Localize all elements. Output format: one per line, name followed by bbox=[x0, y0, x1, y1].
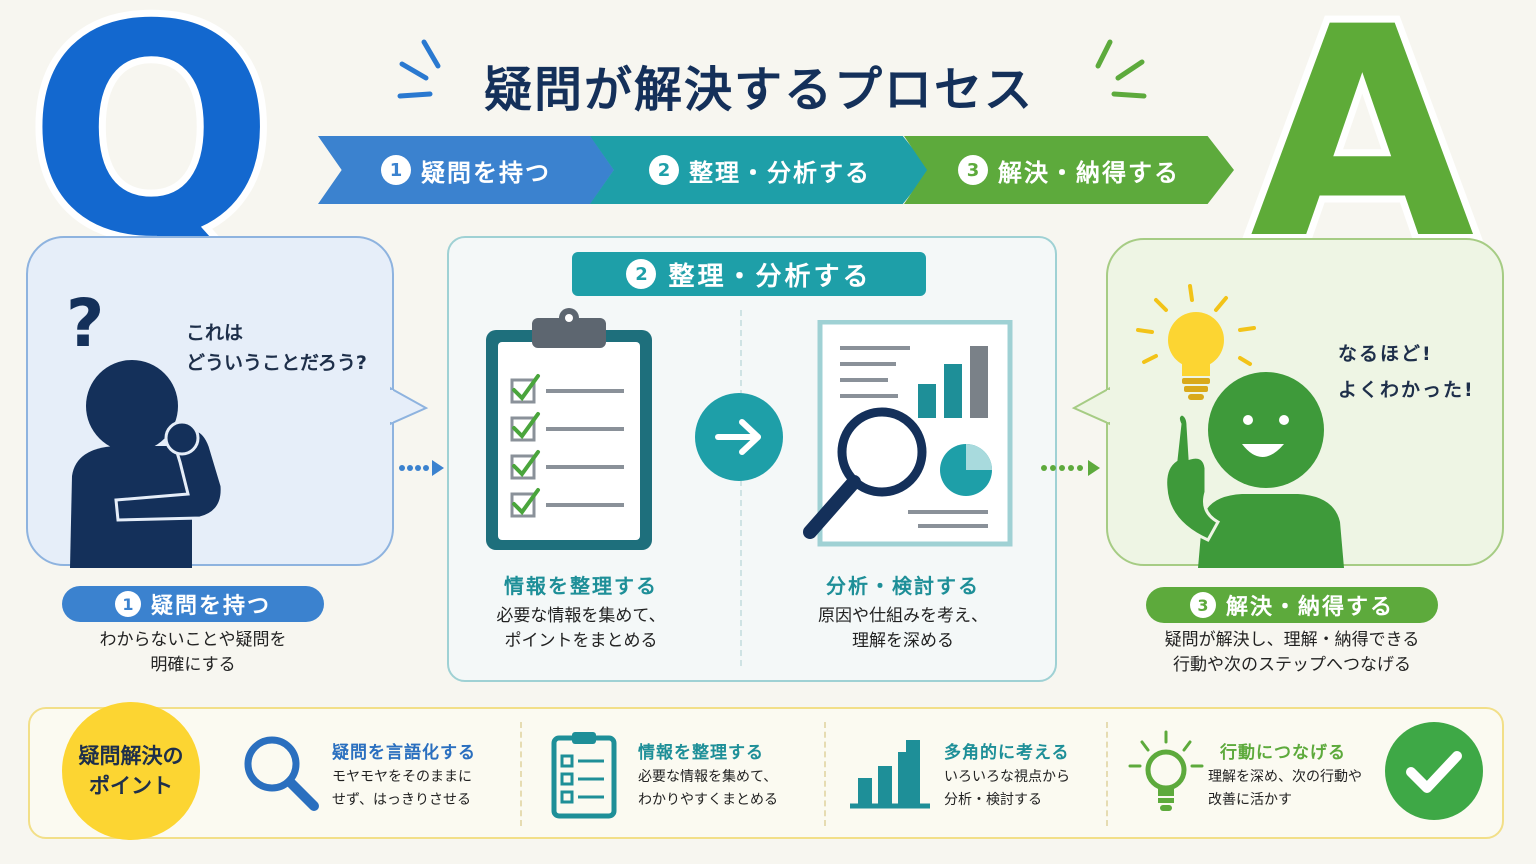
title-sparkle-right-icon bbox=[1095, 39, 1147, 99]
description-line: 疑問が解決し、理解・納得できる bbox=[1164, 630, 1420, 650]
step-number: 2 bbox=[626, 259, 657, 289]
points-panel bbox=[28, 707, 1504, 839]
speech-line: これは bbox=[186, 322, 244, 344]
description-line: 明確にする bbox=[150, 655, 236, 675]
arrow-right-icon bbox=[695, 393, 783, 481]
bar-chart-icon bbox=[850, 740, 930, 809]
pill-label: 解決・納得する bbox=[1225, 595, 1394, 620]
checkmark-icon bbox=[1406, 751, 1462, 793]
dotted-arrow-left-icon bbox=[399, 460, 444, 476]
panel-divider bbox=[740, 310, 742, 666]
description-line: いろいろな視点から bbox=[944, 769, 1070, 785]
question-bubble-tail bbox=[390, 386, 429, 426]
step-number: 1 bbox=[381, 155, 411, 185]
tip-separator bbox=[1106, 722, 1108, 826]
answer-speech: なるほど! よくわかった! bbox=[1338, 336, 1475, 408]
description-line: わからないことや疑問を bbox=[99, 630, 287, 650]
points-label-badge: 疑問解決の ポイント bbox=[62, 702, 200, 840]
dotted-arrow-right-icon bbox=[1041, 460, 1100, 476]
step-arrow-3: 3 解決・納得する bbox=[904, 136, 1234, 204]
description-line: 行動や次のステップへつなげる bbox=[1173, 655, 1411, 675]
step-label: 疑問を持つ bbox=[421, 158, 551, 187]
magnifier-icon bbox=[244, 736, 319, 811]
analyze-description: 原因や仕組みを考え、 理解を深める bbox=[790, 604, 1016, 654]
points-label-line: 疑問解決の bbox=[78, 744, 184, 768]
lightbulb-icon bbox=[1136, 284, 1256, 400]
analysis-header: 2 整理・分析する bbox=[572, 252, 926, 296]
organize-description: 必要な情報を集めて、 ポイントをまとめる bbox=[470, 604, 692, 654]
points-label-line: ポイント bbox=[89, 774, 173, 798]
description-line: わかりやすくまとめる bbox=[638, 792, 778, 808]
step-1-pill: 1 疑問を持つ bbox=[62, 586, 324, 622]
step-3-description: 疑問が解決し、理解・納得できる 行動や次のステップへつなげる bbox=[1110, 628, 1474, 678]
description-line: せず、はっきりさせる bbox=[332, 792, 472, 808]
page-title: 疑問が解決するプロセス bbox=[484, 62, 1035, 118]
tip-title: 多角的に考える bbox=[944, 743, 1070, 763]
organize-title: 情報を整理する bbox=[504, 574, 658, 598]
step-number: 1 bbox=[114, 591, 141, 617]
speech-line: どういうことだろう? bbox=[186, 352, 367, 374]
speech-line: よくわかった! bbox=[1338, 379, 1475, 401]
tip-description: 必要な情報を集めて、 わかりやすくまとめる bbox=[638, 766, 778, 812]
happy-person-icon bbox=[1164, 372, 1344, 568]
step-3-pill: 3 解決・納得する bbox=[1146, 587, 1438, 623]
clipboard-icon bbox=[551, 732, 617, 819]
step-label: 解決・納得する bbox=[998, 158, 1180, 187]
speech-line: なるほど! bbox=[1338, 343, 1433, 365]
description-line: 理解を深める bbox=[852, 631, 954, 651]
tip-separator bbox=[824, 722, 826, 826]
tip-description: モヤモヤをそのままに せず、はっきりさせる bbox=[332, 766, 472, 812]
tip-title: 疑問を言語化する bbox=[332, 743, 476, 763]
description-line: 分析・検討する bbox=[944, 792, 1042, 808]
tip-separator bbox=[520, 722, 522, 826]
thinking-person-icon: ? bbox=[66, 286, 224, 568]
tip-title: 情報を整理する bbox=[638, 743, 764, 763]
description-line: 理解を深め、次の行動や bbox=[1208, 769, 1362, 785]
analysis-header-label: 整理・分析する bbox=[668, 261, 872, 292]
tip-description: 理解を深め、次の行動や 改善に活かす bbox=[1208, 766, 1362, 812]
step-arrow-2: 2 整理・分析する bbox=[590, 136, 930, 204]
step-label: 整理・分析する bbox=[689, 158, 871, 187]
description-line: 必要な情報を集めて、 bbox=[638, 769, 778, 785]
title-sparkle-left-icon bbox=[397, 39, 441, 99]
checkmark-badge bbox=[1385, 722, 1483, 820]
clipboard-checklist-icon bbox=[486, 308, 652, 550]
step-1-description: わからないことや疑問を 明確にする bbox=[62, 628, 324, 678]
question-speech: これは どういうことだろう? bbox=[186, 318, 367, 378]
step-number: 2 bbox=[649, 155, 679, 185]
tip-description: いろいろな視点から 分析・検討する bbox=[944, 766, 1070, 812]
answer-bubble-tail bbox=[1071, 386, 1110, 426]
step-arrow-1: 1 疑問を持つ bbox=[318, 136, 614, 204]
description-line: 改善に活かす bbox=[1208, 792, 1292, 808]
pill-label: 疑問を持つ bbox=[150, 594, 271, 619]
magnifier-report-icon bbox=[803, 320, 1013, 547]
svg-text:?: ? bbox=[66, 286, 104, 362]
analyze-title: 分析・検討する bbox=[826, 574, 980, 598]
step-number: 3 bbox=[958, 155, 988, 185]
step-number: 3 bbox=[1189, 592, 1216, 618]
description-line: 必要な情報を集めて、 bbox=[496, 606, 666, 626]
tip-title: 行動につなげる bbox=[1220, 743, 1346, 763]
description-line: ポイントをまとめる bbox=[504, 631, 658, 651]
description-line: モヤモヤをそのままに bbox=[332, 769, 472, 785]
description-line: 原因や仕組みを考え、 bbox=[818, 606, 988, 626]
lightbulb-outline-icon bbox=[1128, 730, 1204, 811]
